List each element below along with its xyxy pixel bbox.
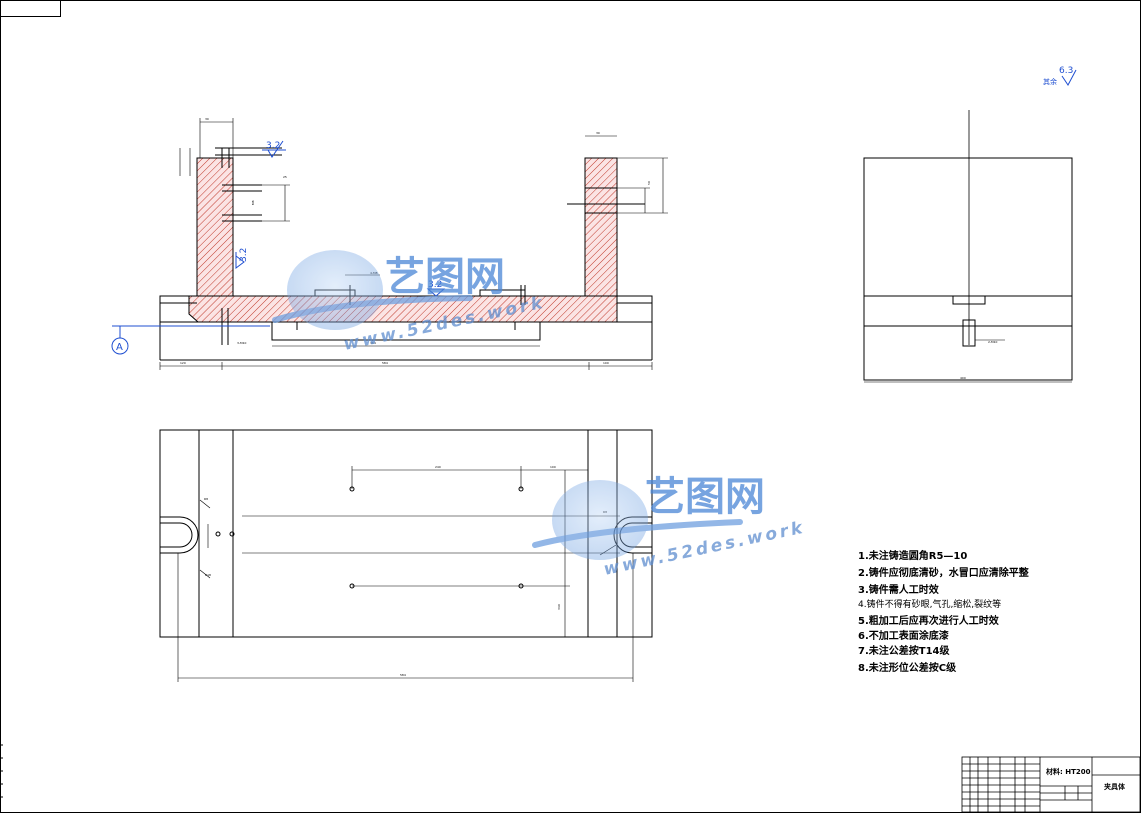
svg-text:30: 30 [596, 131, 600, 135]
watermark-logo: 艺图网 www.52des.work [272, 250, 547, 355]
svg-text:3-M10: 3-M10 [237, 341, 246, 345]
svg-text:其余: 其余 [1043, 77, 1057, 86]
title-part-name: 夹具体 [1104, 782, 1126, 791]
svg-text:584: 584 [400, 673, 406, 677]
watermark-logo: 艺图网 www.52des.work [532, 474, 807, 580]
svg-text:30: 30 [205, 117, 209, 121]
front-section-view: 30 30 M8 25 50 120 584 100 364 3-M10 4-M… [111, 117, 668, 370]
svg-text:100: 100 [603, 361, 609, 365]
surface-mark-left-wall: 3.2 [235, 248, 249, 269]
top-view [159, 429, 653, 638]
title-block [961, 756, 1141, 813]
side-view [863, 110, 1073, 383]
svg-text:364: 364 [370, 341, 376, 345]
technical-notes: 1.未注铸造圆角R5—10 2.铸件应彻底清砂，水冒口应清除平整 3.铸件需人工… [858, 549, 1029, 674]
note-1: 1.未注铸造圆角R5—10 [858, 549, 967, 562]
svg-text:584: 584 [382, 361, 388, 365]
svg-text:120: 120 [180, 361, 186, 365]
note-3: 3.铸件需人工时效 [858, 583, 940, 596]
surface-mark-top-left: 3.2 [262, 140, 286, 158]
datum-a-symbol: A [111, 326, 129, 355]
surface-mark-center: 3.2 [426, 280, 446, 297]
note-2: 2.铸件应彻底清砂，水冒口应清除平整 [858, 566, 1029, 579]
svg-text:R8: R8 [204, 497, 208, 501]
title-material: 材料: HT200 [1045, 767, 1091, 776]
svg-text:A: A [116, 342, 123, 353]
svg-text:100: 100 [550, 465, 556, 469]
svg-text:3.2: 3.2 [428, 280, 442, 290]
svg-text:400: 400 [960, 376, 966, 380]
note-4: 4.铸件不得有砂眼,气孔,缩松,裂纹等 [858, 598, 1001, 610]
svg-text:艺图网: 艺图网 [645, 474, 765, 520]
svg-text:2-M10: 2-M10 [988, 340, 997, 344]
svg-text:M8: M8 [251, 200, 255, 205]
svg-text:25: 25 [283, 175, 287, 179]
svg-text:3.2: 3.2 [239, 248, 249, 262]
surface-mark-corner: 6.3 其余 [1043, 66, 1077, 86]
note-8: 8.未注形位公差按C级 [858, 661, 957, 674]
svg-text:艺图网: 艺图网 [385, 254, 505, 300]
note-5: 5.粗加工后应再次进行人工时效 [858, 614, 1000, 627]
note-7: 7.未注公差按T14级 [858, 644, 950, 657]
svg-text:50: 50 [647, 181, 651, 185]
svg-text:240: 240 [435, 465, 441, 469]
svg-text:6.3: 6.3 [1059, 66, 1073, 76]
svg-text:R18: R18 [205, 573, 211, 577]
note-6: 6.不加工表面涂底漆 [858, 629, 949, 642]
svg-text:3.2: 3.2 [266, 141, 280, 151]
svg-text:340: 340 [557, 604, 561, 610]
